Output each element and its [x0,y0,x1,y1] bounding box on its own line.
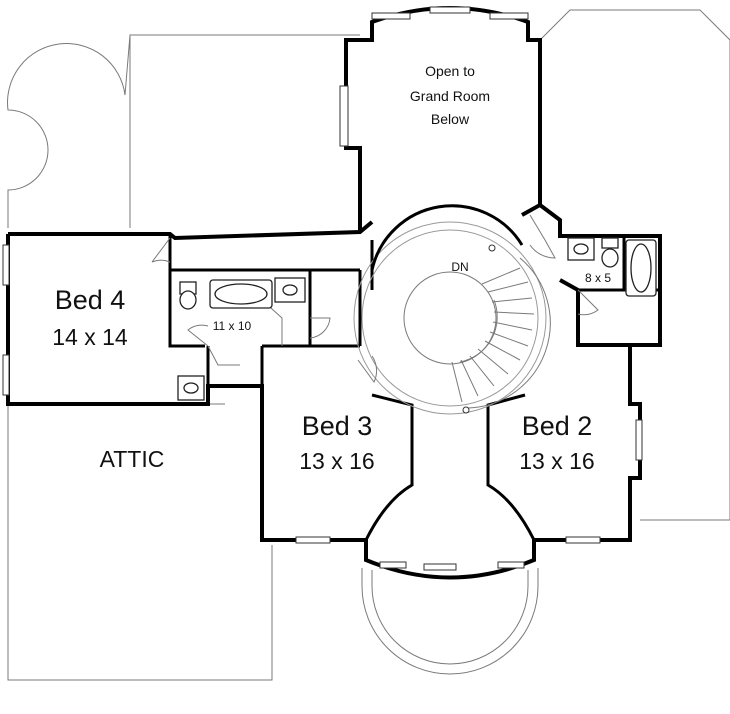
stair-rotunda [353,204,551,415]
stair-down-label: DN [451,260,468,274]
windows [2,6,643,571]
open-to-label-3: Below [431,111,470,127]
bed4-size: 14 x 14 [52,324,128,350]
doors [151,214,599,383]
balcony-rail [371,570,529,665]
room-labels: Open to Grand Room Below Bed 4 14 x 14 B… [52,63,611,474]
bed4-name: Bed 4 [55,285,126,315]
attic-label: ATTIC [100,446,165,472]
bath-size: 11 x 10 [213,319,252,333]
bed2-name: Bed 2 [522,411,593,441]
balcony-outline [361,568,539,675]
stair-treads [451,267,535,403]
open-to-label-2: Grand Room [410,88,490,104]
bed2-size: 13 x 16 [519,448,594,474]
bath2-size: 8 x 5 [585,271,611,285]
bed3-name: Bed 3 [302,411,373,441]
bed3-size: 13 x 16 [299,448,374,474]
bath-fixtures [177,237,657,401]
open-to-label-1: Open to [425,63,475,79]
